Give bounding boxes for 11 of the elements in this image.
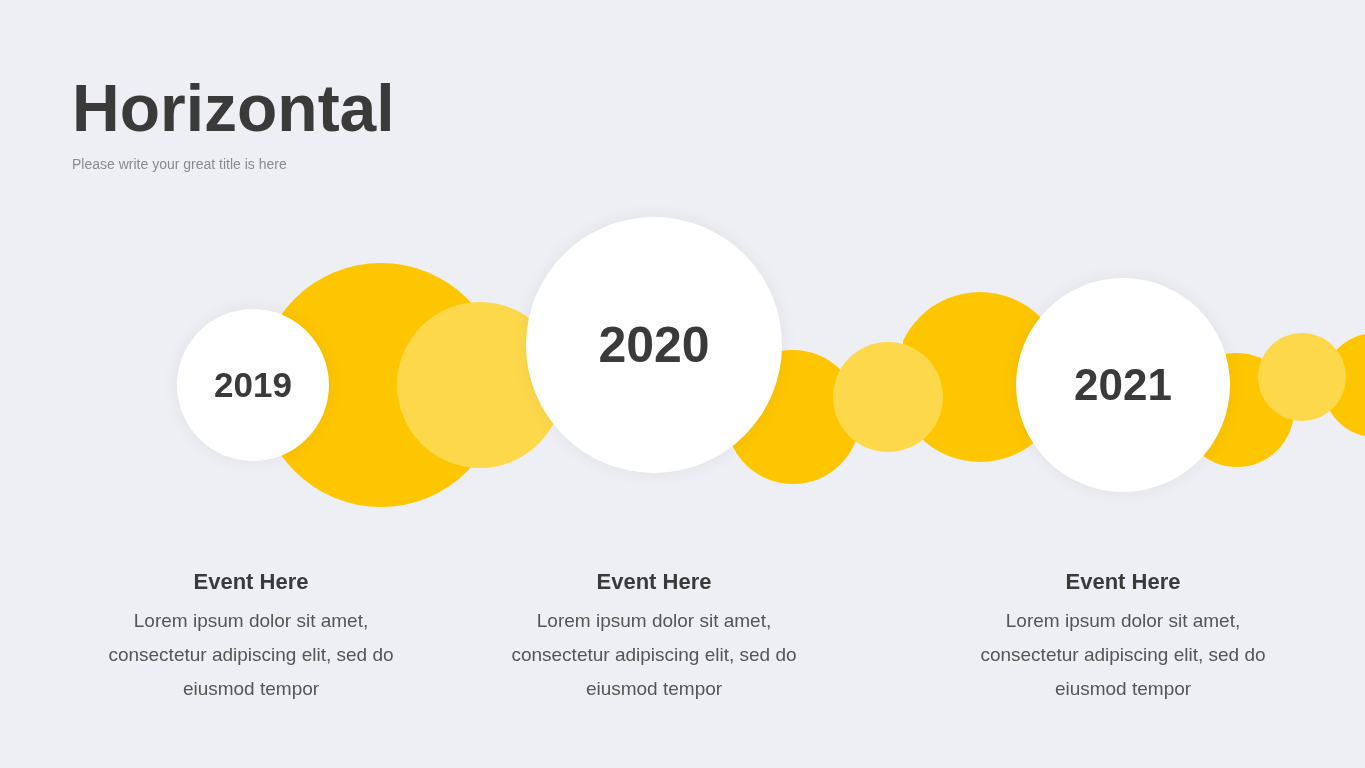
year-label: 2021 [1074,360,1172,410]
slide-title: Horizontal [72,70,395,146]
subtitle: Please write your great title is here [72,156,288,172]
event-heading: Event Here [192,568,310,596]
event-description: Lorem ipsum dolor sit amet, consectetur adipiscing elit, sed do eiusmod tempor [979,609,1267,701]
year-label: 2020 [598,316,710,374]
year-label: 2019 [214,365,292,405]
event-description: Lorem ipsum dolor sit amet, consectetur adipiscing elit, sed do eiusmod tempor [107,609,395,701]
event-description: Lorem ipsum dolor sit amet, consectetur adipiscing elit, sed do eiusmod tempor [510,609,798,701]
event-heading: Event Here [595,568,713,596]
event-heading: Event Here [1064,568,1182,596]
